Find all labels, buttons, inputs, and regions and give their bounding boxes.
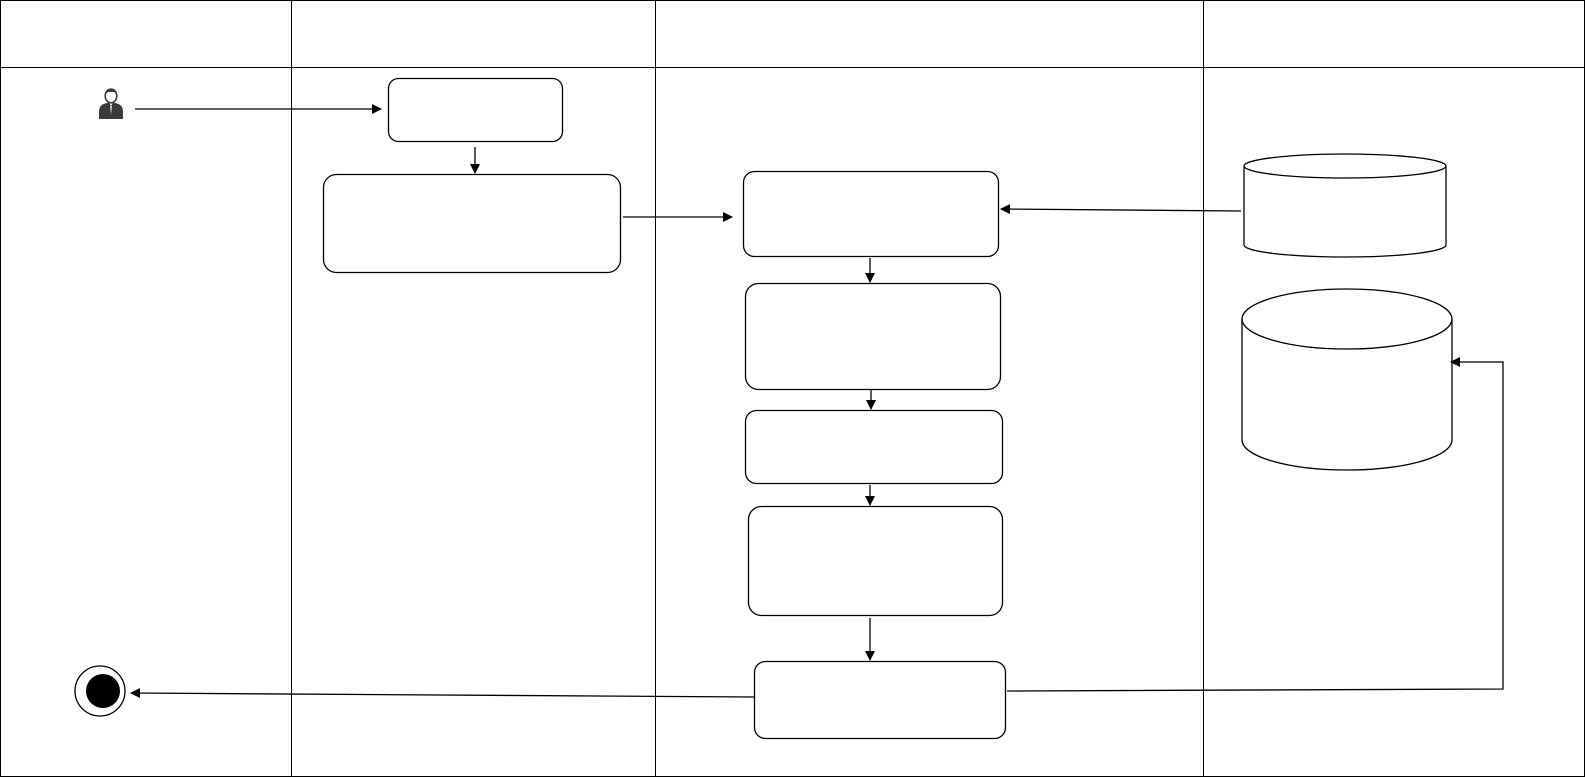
final-state-icon [74, 665, 126, 717]
activity-box-7 [753, 660, 1007, 740]
user-icon [99, 88, 123, 119]
database-small-icon [1243, 153, 1447, 258]
activity-box-2 [322, 173, 622, 274]
activity-box-6 [747, 505, 1004, 617]
database-large-icon [1241, 288, 1453, 471]
flow-arrow-box7-to-end [130, 688, 755, 699]
activity-box-3 [742, 170, 1000, 258]
flow-arrow-box7-to-db-large [1006, 357, 1504, 692]
flow-arrow-db-small-to-box3 [1000, 204, 1242, 215]
activity-box-4 [744, 282, 1002, 391]
activity-box-5 [744, 409, 1004, 485]
activity-box-1 [387, 77, 564, 143]
